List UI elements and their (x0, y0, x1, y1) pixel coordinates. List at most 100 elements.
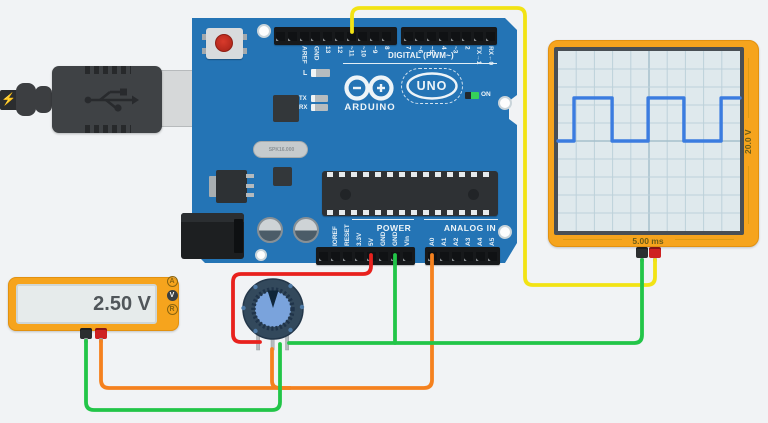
reset-button-tab (243, 34, 247, 40)
pin-RESET[interactable] (342, 251, 352, 261)
potentiometer[interactable] (240, 277, 306, 353)
pin-~10[interactable] (358, 31, 368, 41)
pin-3.3V[interactable] (354, 251, 364, 261)
capacitor-square (273, 167, 292, 186)
pin-12[interactable] (334, 31, 344, 41)
pin-7[interactable] (403, 31, 413, 41)
usb-strain-relief-2 (35, 86, 52, 113)
arduino-board[interactable] (192, 18, 517, 263)
pin-label-7: 7 (404, 46, 412, 50)
arduino-logo-icon (344, 75, 394, 101)
led-on (465, 92, 479, 99)
scope-volt-dash (748, 58, 750, 118)
silkscreen-line (424, 219, 498, 221)
pin-digital-left-0[interactable] (276, 31, 285, 41)
voltage-regulator-tab (209, 176, 217, 197)
usb-symbol-icon (84, 88, 139, 112)
multimeter-mode-r-button[interactable]: R (166, 303, 178, 315)
header-digital-right[interactable] (401, 27, 497, 45)
pin-label-4: 4 (439, 46, 447, 50)
multimeter-red-terminal[interactable] (95, 328, 107, 339)
pin-TX→1[interactable] (474, 31, 483, 41)
pin-Vin[interactable] (402, 251, 412, 261)
pin-A5[interactable] (487, 251, 497, 261)
scope-time-dash (563, 239, 622, 241)
reset-button-tab (202, 48, 206, 54)
wire-5v-to-pot[interactable] (231, 253, 373, 344)
pin-~3[interactable] (450, 31, 460, 41)
multimeter-mode-v-button[interactable]: V (166, 289, 178, 301)
analog-in-label: ANALOG IN (443, 223, 497, 233)
pin-13[interactable] (323, 31, 332, 41)
uno-oval (406, 72, 458, 100)
reset-button-tab (202, 34, 206, 40)
pin-~6[interactable] (415, 31, 425, 41)
scope-screen-svg (556, 51, 742, 231)
atmega-pins-top (327, 172, 493, 177)
pin-2[interactable] (462, 31, 472, 41)
pin-A2[interactable] (451, 251, 461, 261)
usb-strain-relief (16, 83, 36, 116)
digital-pwm-label: DIGITAL (PWM~) (388, 51, 454, 60)
pot-knob-teeth (251, 287, 295, 331)
scope-time-dash (675, 239, 734, 241)
capacitor-round (293, 217, 319, 243)
mounting-hole (257, 24, 271, 38)
pin-~5[interactable] (427, 31, 436, 41)
uno-model-label: UNO (416, 79, 448, 93)
pin-label-TX→1: TX→1 (475, 46, 482, 65)
multimeter-black-terminal[interactable] (80, 328, 92, 339)
pin-GND[interactable] (311, 31, 321, 41)
wire-meter-black-gnd[interactable] (84, 339, 282, 412)
crystal-label: SPK16.000 (268, 147, 295, 153)
regulator-leg (246, 184, 254, 188)
pin-A4[interactable] (475, 251, 485, 261)
power-bolt-icon: ⚡ (1, 92, 16, 106)
pin-~9[interactable] (370, 31, 379, 41)
usb-cable-end (0, 90, 18, 110)
wire-meter-red-to-a0[interactable] (99, 253, 434, 390)
regulator-leg (246, 193, 254, 197)
led-tx (311, 95, 328, 102)
pin-4[interactable] (438, 31, 448, 41)
mounting-hole (255, 249, 267, 261)
pin-AREF[interactable] (299, 31, 309, 41)
reset-button-tab (243, 48, 247, 54)
multimeter-mode-a-button[interactable]: A (166, 275, 178, 287)
reset-button-cap[interactable] (215, 34, 233, 52)
pin-IOREF[interactable] (330, 251, 340, 261)
atmega-pins-bottom (327, 210, 493, 215)
header-power[interactable] (316, 247, 415, 265)
pin-~11[interactable] (346, 31, 356, 41)
scope-red-terminal[interactable] (649, 247, 661, 258)
pin-power-0[interactable] (318, 251, 328, 261)
wire-pin11-to-scope-signal[interactable] (350, 6, 657, 287)
pin-label-13: 13 (324, 46, 331, 54)
pin-label-~3: ~3 (451, 46, 459, 54)
pin-RX←0[interactable] (485, 31, 495, 41)
pin-label-~11: ~11 (347, 46, 355, 57)
multimeter-reading: 2.50 V (93, 293, 151, 315)
pin-label-8: 8 (382, 46, 390, 50)
pin-digital-left-1[interactable] (287, 31, 297, 41)
silkscreen-line (352, 219, 414, 221)
atmega-dot (340, 189, 351, 200)
scope-trace (556, 96, 742, 143)
scope-black-terminal[interactable] (636, 247, 648, 258)
multimeter-display: 2.50 V (16, 284, 157, 324)
pin-8[interactable] (381, 31, 391, 41)
led-tx-label: TX (299, 96, 307, 102)
pin-A3[interactable] (463, 251, 473, 261)
scope-volt-dash (748, 166, 750, 224)
pin-A1[interactable] (439, 251, 449, 261)
voltage-regulator (216, 170, 247, 203)
usb-serial-chip (273, 95, 299, 122)
pin-label-12: 12 (335, 46, 343, 54)
wire-scope-gnd-to-pot[interactable] (287, 258, 644, 345)
pin-GND[interactable] (378, 251, 388, 261)
atmega-dot (468, 189, 479, 200)
led-rx-label: RX (299, 105, 308, 111)
usb-plug-ridges-top (85, 66, 131, 74)
